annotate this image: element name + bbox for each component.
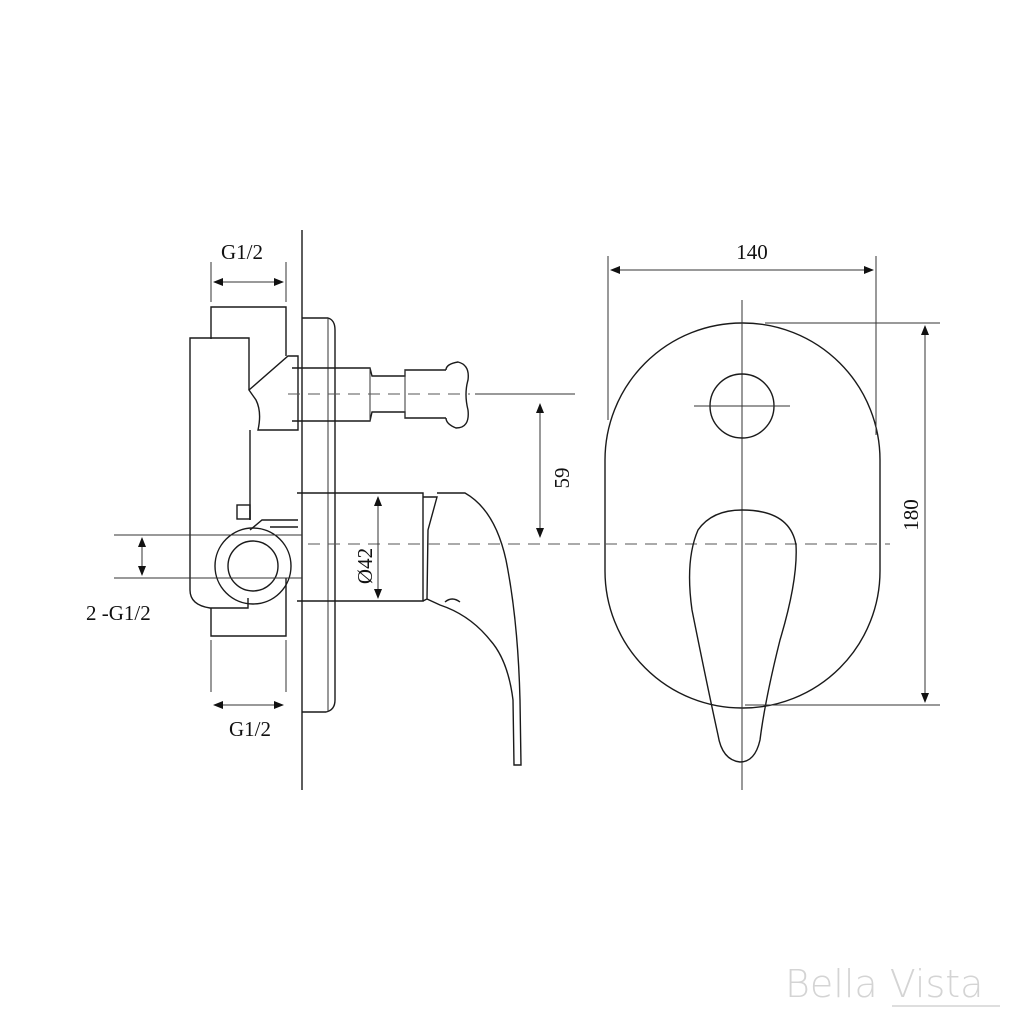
diverter-knob — [445, 361, 469, 429]
outlet-bore — [227, 540, 279, 592]
plate-width-label: 140 — [736, 240, 768, 264]
cover-plate-side — [302, 317, 336, 713]
dimensions-front: 140 180 — [607, 240, 940, 706]
front-view — [604, 300, 890, 790]
outlet-ring — [214, 527, 292, 605]
valve-body-upper — [248, 355, 299, 431]
valve-body — [189, 337, 250, 609]
top-inlet — [210, 306, 287, 356]
dimensions-side: G1/2 G1/2 2 -G1/2 59 Ø42 — [86, 240, 574, 741]
lever-handle-side — [426, 492, 522, 766]
diverter-stem — [292, 367, 446, 377]
brand-logo: Bella Vista — [785, 962, 1000, 1007]
handle-diameter-label: Ø42 — [353, 548, 377, 584]
handle-body — [297, 492, 424, 602]
lever-handle-front — [688, 509, 797, 763]
logo-text: Bella Vista — [785, 962, 983, 1006]
side-view — [114, 230, 605, 790]
center-spacing-label: 59 — [550, 468, 574, 489]
bottom-inlet — [210, 578, 287, 637]
side-outlets-label: 2 -G1/2 — [86, 601, 151, 625]
plate-height-label: 180 — [899, 499, 923, 531]
bottom-inlet-label: G1/2 — [229, 717, 271, 741]
top-inlet-label: G1/2 — [221, 240, 263, 264]
